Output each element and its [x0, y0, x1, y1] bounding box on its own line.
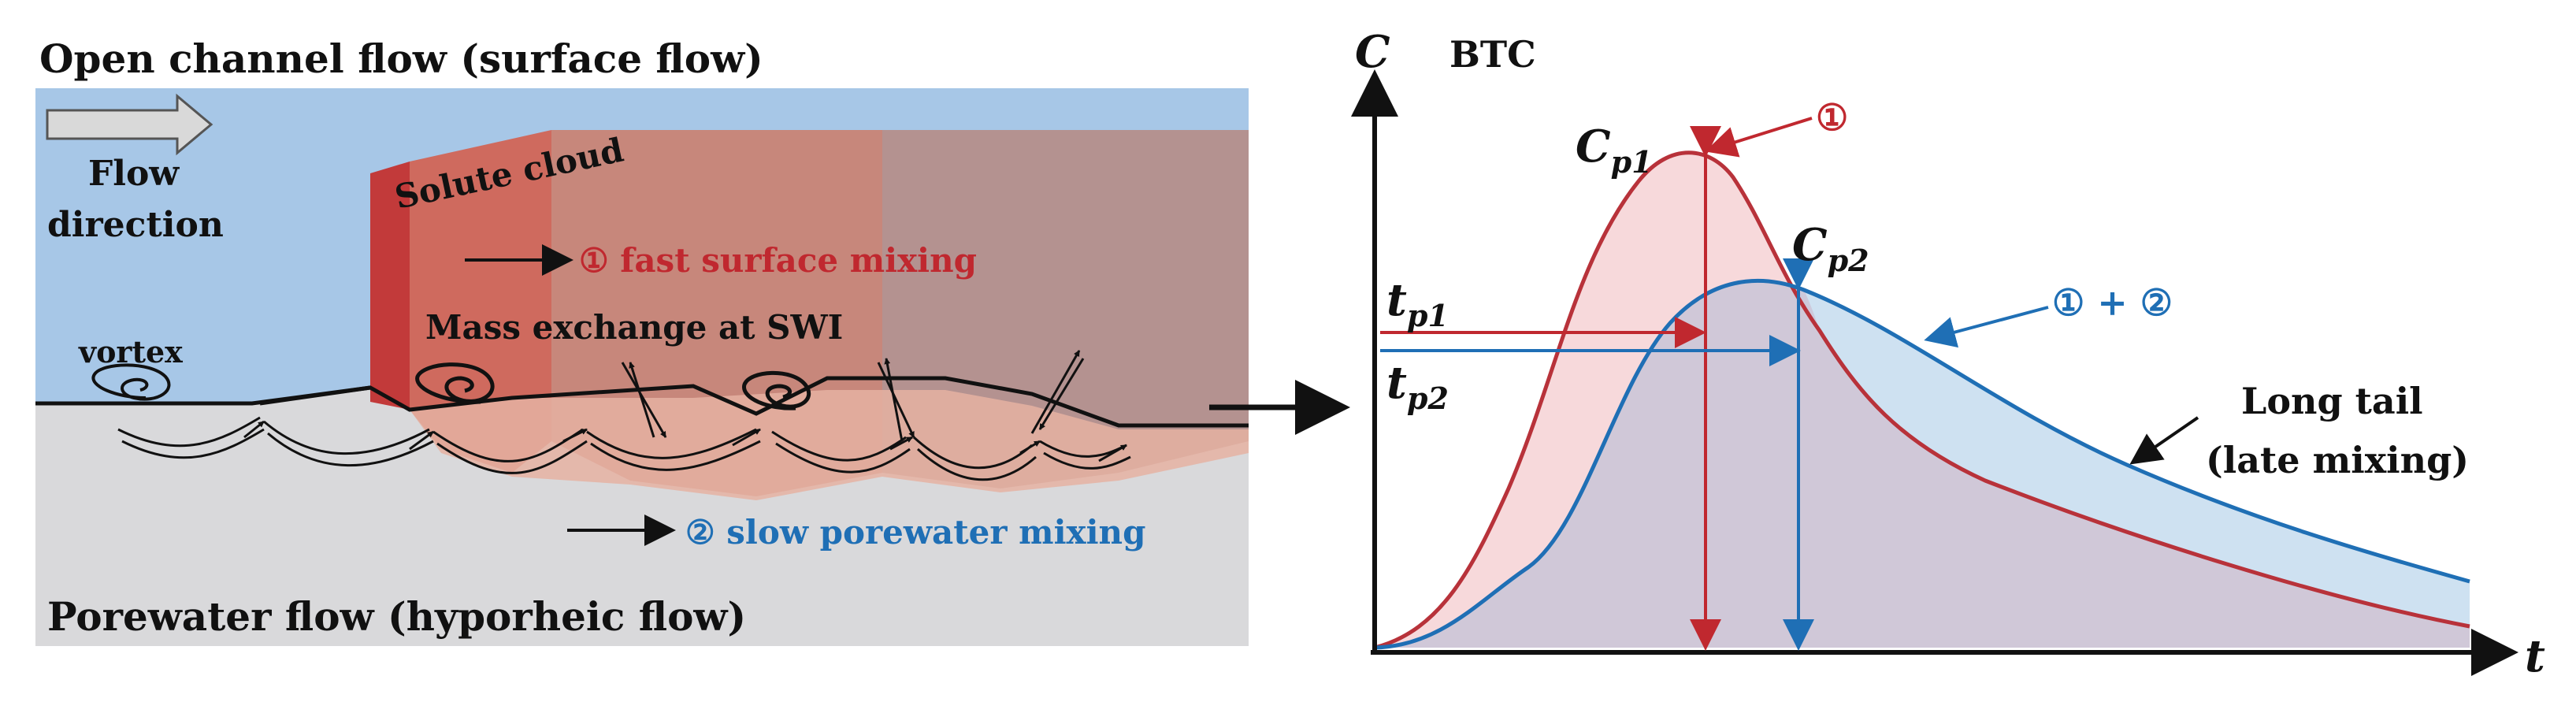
tp2-subscript: p2	[1407, 381, 1449, 416]
vortex-label: vortex	[78, 334, 183, 370]
cp1-label: Cp1	[1576, 121, 1653, 180]
vortex-icon-2	[415, 362, 495, 404]
long-tail-pointer	[2129, 416, 2199, 465]
btc-panel: C t BTC Cp1 Cp2 tp1 tp2 ① ① + ② Long tai…	[1351, 26, 2545, 682]
flow-direction-arrow	[46, 93, 213, 156]
solute-cloud-front	[370, 162, 410, 410]
flow-label-line2: direction	[47, 205, 224, 245]
tp2-label: tp2	[1386, 357, 1449, 416]
callout-12-pointer	[1924, 306, 2049, 348]
exchange-arrows	[621, 350, 1085, 442]
btc-title: BTC	[1449, 33, 1536, 76]
cp2-label: Cp2	[1792, 219, 1869, 278]
callout-12-label: ① + ②	[2052, 281, 2173, 324]
btc-curve-2	[1374, 278, 2470, 650]
long-tail-label-line1: Long tail	[2241, 380, 2423, 422]
btc-x-axis-label: t	[2525, 630, 2545, 682]
vortex-icon-1	[91, 363, 171, 401]
fast-mixing-label: ① fast surface mixing	[579, 241, 977, 280]
solute-plume-subsurface	[410, 390, 1249, 500]
mass-exchange-label: Mass exchange at SWI	[425, 308, 843, 347]
btc-curve-1	[1374, 150, 2470, 650]
bed-ripple-edge	[259, 385, 371, 406]
hyporheic-flow-arrows	[243, 420, 1127, 462]
long-tail-label-line2: (late mixing)	[2206, 439, 2469, 481]
cp2-subscript: p2	[1828, 243, 1869, 278]
left-panel: Flow direction Open channel flow (surfac…	[35, 35, 1249, 646]
callout-1-label: ①	[1816, 96, 1848, 139]
tp1-label: tp1	[1386, 274, 1449, 333]
tp1-subscript: p1	[1407, 298, 1449, 333]
surface-flow-title: Open channel flow (surface flow)	[39, 35, 763, 82]
cp1-subscript: p1	[1611, 144, 1653, 180]
callout-1-pointer	[1705, 117, 1813, 158]
porewater-flow-title: Porewater flow (hyporheic flow)	[47, 593, 746, 640]
btc-y-axis-label: C	[1355, 26, 1390, 78]
slow-mixing-label: ② slow porewater mixing	[685, 513, 1145, 552]
flow-label-line1: Flow	[88, 154, 180, 194]
hyporheic-flow-paths	[117, 416, 1131, 481]
vortex-icon-3	[742, 370, 811, 410]
